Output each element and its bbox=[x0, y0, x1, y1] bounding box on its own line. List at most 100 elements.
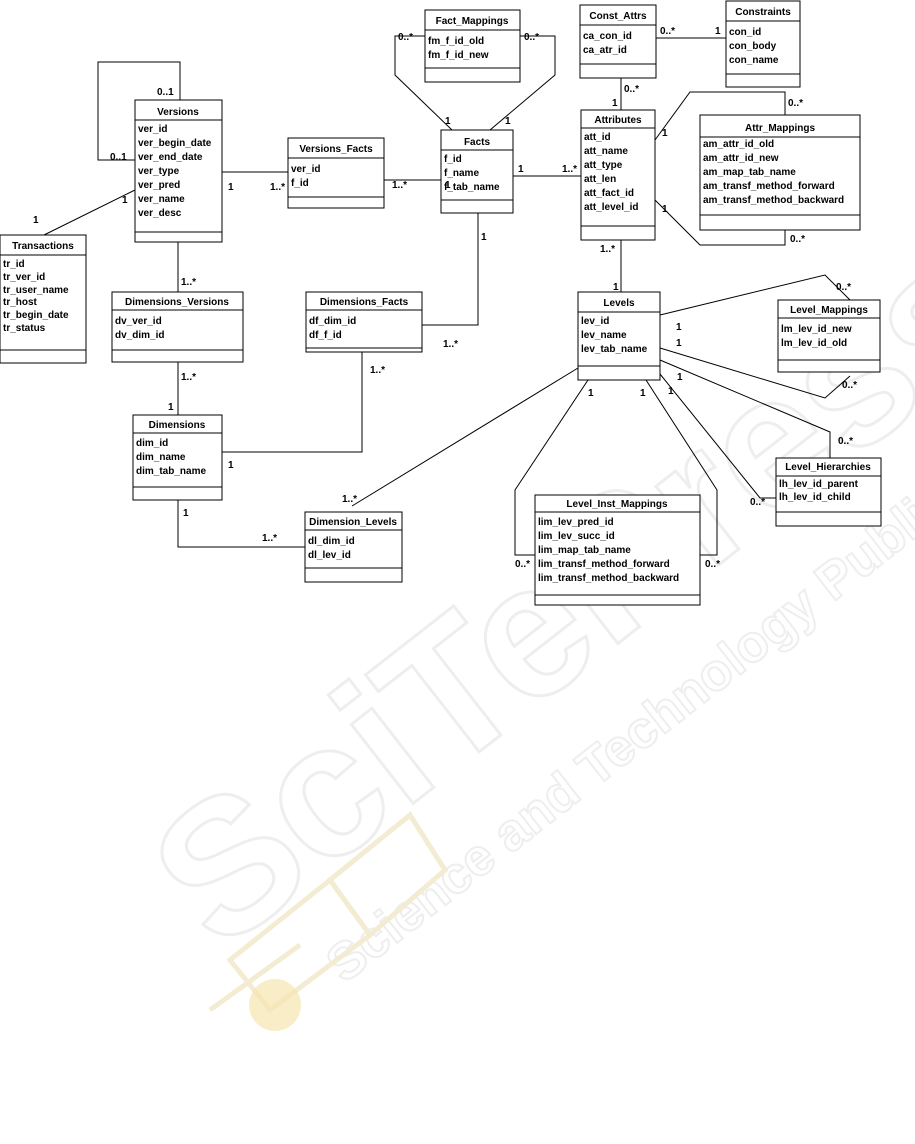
entity-attr: lim_lev_pred_id bbox=[538, 517, 614, 528]
entity-title: Level_Mappings bbox=[790, 305, 868, 316]
entity-attr: dv_dim_id bbox=[115, 330, 164, 341]
cardinality-label: 1 bbox=[613, 282, 619, 293]
entity-const-attrs[interactable]: Const_Attrs ca_con_id ca_atr_id bbox=[579, 4, 657, 79]
cardinality-label: 1 bbox=[518, 164, 524, 175]
entity-attr: dv_ver_id bbox=[115, 316, 162, 327]
entity-attr: fm_f_id_new bbox=[428, 50, 489, 61]
entity-attr: tr_host bbox=[3, 297, 38, 308]
entity-attr: att_id bbox=[584, 132, 611, 143]
cardinality-label: 1..* bbox=[392, 180, 407, 191]
entity-attr: dl_dim_id bbox=[308, 536, 355, 547]
cardinality-label: 0..* bbox=[838, 436, 853, 447]
entity-attr: lev_id bbox=[581, 316, 609, 327]
cardinality-label: 1 bbox=[445, 116, 451, 127]
entity-attr: f_tab_name bbox=[444, 182, 500, 193]
entity-level-inst-mappings[interactable]: Level_Inst_Mappings lim_lev_pred_id lim_… bbox=[534, 494, 701, 606]
entity-title: Const_Attrs bbox=[589, 11, 647, 22]
entity-attr: att_type bbox=[584, 160, 623, 171]
entity-dimensions[interactable]: Dimensions dim_id dim_name dim_tab_name bbox=[132, 414, 223, 501]
entity-attr: tr_begin_date bbox=[3, 310, 69, 321]
cardinality-label: 1..* bbox=[262, 533, 277, 544]
entity-facts[interactable]: Facts f_id f_name f_tab_name bbox=[440, 129, 514, 214]
cardinality-label: 1..* bbox=[443, 339, 458, 350]
entity-attr: ver_id bbox=[291, 164, 320, 175]
entity-attr: con_id bbox=[729, 27, 761, 38]
entity-attr: f_id bbox=[291, 178, 309, 189]
entity-title: Versions bbox=[157, 107, 199, 118]
relationship-lines bbox=[43, 35, 851, 556]
entity-attr: am_transf_method_backward bbox=[703, 195, 844, 206]
cardinality-label: 1 bbox=[505, 116, 511, 127]
cardinality-label: 1..* bbox=[370, 365, 385, 376]
entity-attributes[interactable]: Attributes att_id att_name att_type att_… bbox=[580, 109, 656, 241]
cardinality-label: 1..* bbox=[600, 244, 615, 255]
entity-level-hierarchies[interactable]: Level_Hierarchies lh_lev_id_parent lh_le… bbox=[775, 457, 882, 527]
entity-title: Attributes bbox=[594, 115, 642, 126]
cardinality-label: 0..* bbox=[524, 32, 539, 43]
entity-attr: am_map_tab_name bbox=[703, 167, 796, 178]
entity-level-mappings[interactable]: Level_Mappings lm_lev_id_new lm_lev_id_o… bbox=[777, 299, 881, 373]
cardinality-label: 1 bbox=[183, 508, 189, 519]
entity-constraints[interactable]: Constraints con_id con_body con_name bbox=[725, 0, 801, 88]
cardinality-label: 1..* bbox=[181, 277, 196, 288]
entity-attr: dim_name bbox=[136, 452, 186, 463]
entity-attr: att_name bbox=[584, 146, 628, 157]
entity-versions-facts[interactable]: Versions_Facts ver_id f_id bbox=[287, 137, 385, 209]
entity-attr: att_fact_id bbox=[584, 188, 634, 199]
entity-dimensions-versions[interactable]: Dimensions_Versions dv_ver_id dv_dim_id bbox=[111, 291, 244, 363]
entity-attr: ver_begin_date bbox=[138, 138, 212, 149]
entity-levels[interactable]: Levels lev_id lev_name lev_tab_name bbox=[577, 291, 661, 381]
cardinality-label: 1 bbox=[677, 372, 683, 383]
entity-title: Versions_Facts bbox=[299, 144, 373, 155]
cardinality-label: 0..* bbox=[750, 497, 765, 508]
entity-attr: dl_lev_id bbox=[308, 550, 351, 561]
entity-title: Dimensions bbox=[149, 420, 206, 431]
entity-attr: ver_desc bbox=[138, 208, 182, 219]
entity-title: Level_Inst_Mappings bbox=[566, 499, 668, 510]
cardinality-label: 1 bbox=[715, 26, 721, 37]
cardinality-label: 1..* bbox=[562, 164, 577, 175]
cardinality-label: 1 bbox=[676, 322, 682, 333]
entity-attr: con_body bbox=[729, 41, 777, 52]
entity-versions[interactable]: Versions ver_id ver_begin_date ver_end_d… bbox=[134, 99, 223, 243]
entity-attr: df_f_id bbox=[309, 330, 342, 341]
cardinality-label: 1 bbox=[640, 388, 646, 399]
entity-title: Fact_Mappings bbox=[436, 16, 509, 27]
entity-attr: tr_ver_id bbox=[3, 272, 45, 283]
cardinality-label: 0..1 bbox=[157, 87, 174, 98]
entity-attr: lim_transf_method_backward bbox=[538, 573, 679, 584]
entity-attr: ca_con_id bbox=[583, 31, 632, 42]
entity-attr: lev_tab_name bbox=[581, 344, 648, 355]
entity-dimensions-facts[interactable]: Dimensions_Facts df_dim_id df_f_id bbox=[305, 291, 423, 353]
entity-attr: lm_lev_id_old bbox=[781, 338, 847, 349]
cardinality-label: 1..* bbox=[342, 494, 357, 505]
entity-title: Transactions bbox=[12, 241, 74, 252]
entity-attr-mappings[interactable]: Attr_Mappings am_attr_id_old am_attr_id_… bbox=[699, 114, 861, 231]
cardinality-label: 0..* bbox=[790, 234, 805, 245]
entity-title: Level_Hierarchies bbox=[785, 462, 871, 473]
entity-attr: lim_map_tab_name bbox=[538, 545, 631, 556]
cardinality-label: 0..* bbox=[515, 559, 530, 570]
entity-attr: ver_id bbox=[138, 124, 167, 135]
cardinality-label: 1 bbox=[662, 128, 668, 139]
entity-title: Facts bbox=[464, 137, 491, 148]
entity-attr: lim_lev_succ_id bbox=[538, 531, 615, 542]
cardinality-label: 1..* bbox=[270, 182, 285, 193]
entity-title: Constraints bbox=[735, 7, 791, 18]
entity-attr: f_id bbox=[444, 154, 462, 165]
cardinality-label: 1 bbox=[612, 98, 618, 109]
entity-dimension-levels[interactable]: Dimension_Levels dl_dim_id dl_lev_id bbox=[304, 511, 403, 583]
entity-fact-mappings[interactable]: Fact_Mappings fm_f_id_old fm_f_id_new bbox=[424, 9, 521, 83]
entity-attr: tr_status bbox=[3, 323, 46, 334]
entity-attr: am_attr_id_old bbox=[703, 139, 774, 150]
entity-transactions[interactable]: Transactions tr_id tr_ver_id tr_user_nam… bbox=[0, 234, 87, 364]
cardinality-label: 0..* bbox=[398, 32, 413, 43]
cardinality-label: 0..1 bbox=[110, 152, 127, 163]
entity-attr: ver_pred bbox=[138, 180, 180, 191]
cardinality-label: 1 bbox=[122, 195, 128, 206]
cardinality-label: 1..* bbox=[181, 372, 196, 383]
cardinality-label: 1 bbox=[662, 204, 668, 215]
cardinality-label: 1 bbox=[676, 338, 682, 349]
watermark-logo-icon bbox=[208, 811, 449, 1031]
